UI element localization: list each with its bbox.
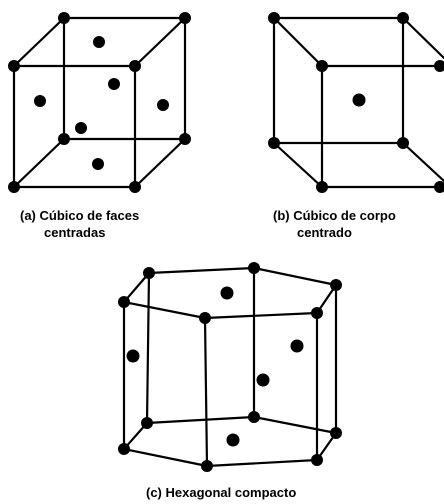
bcc-atoms [268,12,444,193]
fcc-face-atom [92,158,104,170]
bcc-unit-cell [268,12,444,193]
hcp-corner-atom [199,312,211,324]
fcc-caption-line2: centradas [44,225,105,240]
fcc-edge [12,137,66,189]
bcc-corner-atom [316,60,328,72]
fcc-edge [133,137,187,189]
hcp-corner-atom [330,427,342,439]
bcc-edge [401,16,444,60]
hcp-corner-atom [330,279,342,291]
hcp-edge [203,316,209,468]
fcc-caption-line1: (a) Cúbico de faces [20,208,139,223]
bcc-caption-line1: (b) Cúbico de corpo [273,208,396,223]
fcc-face-atom [34,95,46,107]
hcp-edge [147,266,256,275]
hcp-corner-atom [118,296,130,308]
fcc-corner-atom [8,60,20,72]
hcp-interior-atom [226,433,240,447]
hcp-edge [203,311,319,320]
hcp-corner-atom [248,262,260,274]
bcc-edges [272,16,444,189]
hcp-interior-atom [290,339,304,353]
fcc-edge [133,16,187,68]
fcc-edge [12,16,66,68]
hcp-edge [122,447,209,468]
hcp-corner-atom [143,267,155,279]
hcp-edge [122,300,207,320]
fcc-edges [12,16,187,189]
fcc-atoms [8,12,191,193]
bcc-corner-atom [268,12,280,24]
hcp-corner-atom [311,307,323,319]
fcc-corner-atom [179,133,191,145]
bcc-corner-atom [316,181,328,193]
fcc-corner-atom [129,181,141,193]
hcp-edge [145,415,256,425]
hcp-unit-cell [118,262,342,472]
hcp-atoms [118,262,342,472]
fcc-unit-cell [8,12,191,193]
bcc-edge [401,141,444,183]
hcp-corner-atom [201,460,213,472]
hcp-interior-atom [220,286,234,300]
fcc-face-atom [157,99,169,111]
hcp-caption: (c) Hexagonal compacto [146,485,296,500]
fcc-face-atom [93,36,105,48]
bcc-edge [272,16,324,68]
fcc-corner-atom [179,12,191,24]
bcc-corner-atom [397,137,409,149]
hcp-corner-atom [118,443,130,455]
fcc-corner-atom [8,181,20,193]
bcc-corner-atom [397,12,409,24]
hcp-edge [252,266,338,287]
bcc-corner-atom [434,181,444,193]
fcc-face-atom [108,78,120,90]
bcc-corner-atom [268,137,280,149]
hcp-interior-atom [256,373,270,387]
bcc-caption-line2: centrado [297,225,352,240]
hcp-edge [122,271,151,304]
bcc-body-center-atom [352,93,366,107]
hcp-corner-atom [311,454,323,466]
bcc-corner-atom [434,60,444,72]
hcp-edge [252,415,338,435]
fcc-corner-atom [58,133,70,145]
hcp-corner-atom [248,411,260,423]
hcp-edge [145,271,151,425]
hcp-edge [205,458,319,468]
fcc-face-atom [75,122,87,134]
fcc-corner-atom [58,12,70,24]
hcp-corner-atom [141,417,153,429]
fcc-corner-atom [129,60,141,72]
hcp-interior-atom [126,349,140,363]
bcc-edge [272,141,324,189]
